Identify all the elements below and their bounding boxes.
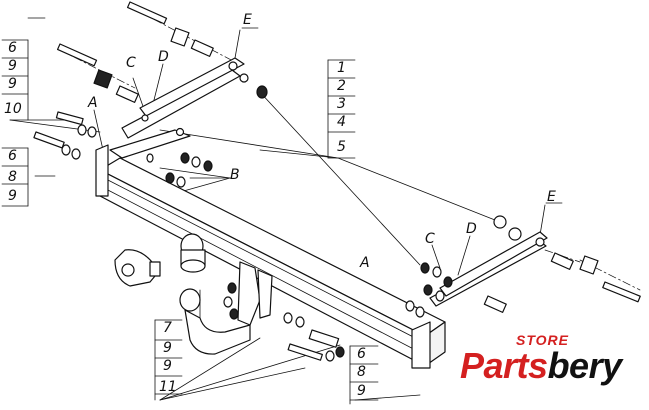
letter-c-left: C: [126, 55, 136, 71]
letter-d-right: D: [466, 221, 477, 237]
label-10-left: 10: [4, 101, 22, 117]
washers-right: [405, 262, 453, 318]
label-4-center: 4: [337, 114, 346, 130]
brand-name: Partsbery: [460, 345, 622, 387]
brand-name-part1: Parts: [460, 345, 548, 386]
letter-b: B: [230, 167, 240, 183]
center-lines: [59, 11, 641, 291]
letter-a-right: A: [360, 255, 370, 271]
right-bracket: [429, 231, 548, 307]
label-9-top-left-a: 9: [8, 58, 17, 74]
letter-a-left: A: [88, 95, 98, 111]
label-5-center: 5: [337, 139, 346, 155]
bolts-right: [483, 215, 641, 313]
label-9-bottom-b: 9: [163, 358, 172, 374]
label-8-right: 8: [357, 364, 366, 380]
bolts-left: [33, 1, 268, 149]
label-6-top-left: 6: [8, 40, 17, 56]
brand-name-part2: bery: [547, 345, 623, 386]
label-8-mid-left: 8: [8, 169, 17, 185]
cross-beam: [95, 144, 446, 369]
left-bracket: [109, 57, 245, 159]
label-9-top-left-b: 9: [8, 76, 17, 92]
label-9-mid-left: 9: [8, 188, 17, 204]
label-9-bottom-a: 9: [163, 340, 172, 356]
letter-e-right: E: [547, 189, 556, 205]
label-1-center: 1: [337, 60, 346, 76]
label-6-right: 6: [357, 346, 366, 362]
letter-e-left: E: [243, 12, 252, 28]
label-3-center: 3: [337, 96, 346, 112]
bolts-lower: [223, 282, 345, 362]
label-9-right: 9: [357, 383, 366, 399]
label-2-center: 2: [337, 78, 346, 94]
tow-ball-assembly: [114, 233, 273, 355]
label-6-mid-left: 6: [8, 148, 17, 164]
label-11-bottom: 11: [159, 379, 177, 395]
label-7-bottom: 7: [163, 320, 172, 336]
label-grid: [1, 17, 563, 405]
letter-d-left: D: [158, 49, 169, 65]
brand-logo: STORE Partsbery: [458, 332, 634, 392]
letter-c-right: C: [425, 231, 435, 247]
brand-store-text: STORE: [516, 332, 569, 348]
washers-left: [61, 124, 213, 188]
